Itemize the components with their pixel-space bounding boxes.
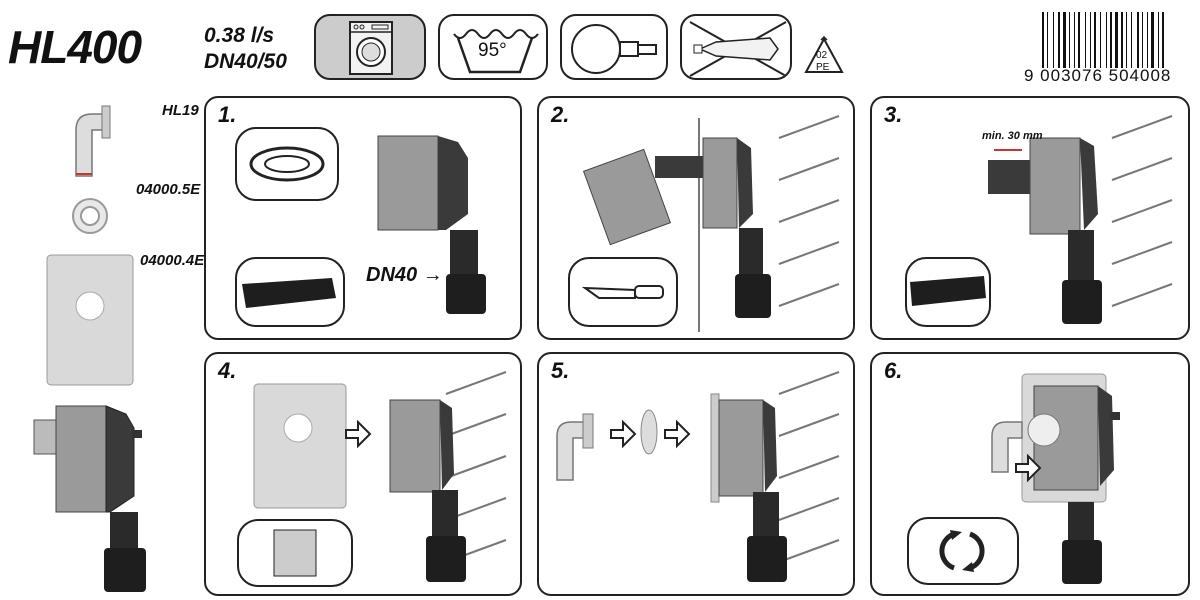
- barcode-bar: [1147, 12, 1148, 68]
- barcode-bar: [1053, 12, 1054, 68]
- barcode-bar: [1137, 12, 1139, 68]
- step-2-number: 2.: [551, 102, 570, 127]
- part-label-hl19: HL19: [162, 102, 199, 119]
- step-1-panel: 1. DN40 →: [204, 96, 522, 340]
- barcode-bar: [1162, 12, 1164, 68]
- barcode-bar: [1085, 12, 1086, 68]
- barcode-bar: [1131, 12, 1132, 68]
- recycling-number: 02: [816, 50, 828, 61]
- barcode-bar: [1121, 12, 1123, 68]
- barcode-bar: [1078, 12, 1080, 68]
- part-label-04000-4e: 04000.4E: [140, 252, 205, 269]
- barcode-bar: [1100, 12, 1101, 68]
- wash-temperature-icon: 95°: [438, 14, 548, 80]
- seal-ring-image: [70, 196, 110, 236]
- part-label-04000-5e: 04000.5E: [136, 181, 201, 198]
- step-6-number: 6.: [884, 358, 903, 383]
- barcode-bar: [1063, 12, 1066, 68]
- dn40-label: DN40 →: [366, 264, 443, 286]
- barcode-bar: [1115, 12, 1118, 68]
- barcode-bar: [1110, 12, 1112, 68]
- pipe-size: DN40/50: [204, 50, 287, 73]
- flow-rate: 0.38 l/s: [204, 24, 275, 47]
- washing-machine-icon: [314, 14, 426, 80]
- step-2-panel: 2.: [537, 96, 855, 340]
- step-3-number: 3.: [884, 102, 903, 127]
- barcode-bar: [1142, 12, 1143, 68]
- cover-plate-image: [46, 254, 134, 386]
- barcode-bar: [1151, 12, 1154, 68]
- siphon-image: [30, 400, 150, 596]
- barcode: [1040, 12, 1192, 68]
- elbow-connector-image: [62, 100, 122, 180]
- step-6-panel: 6.: [870, 352, 1190, 596]
- barcode-bar: [1106, 12, 1107, 68]
- step-5-number: 5.: [551, 358, 570, 383]
- product-title: HL400: [8, 21, 142, 73]
- min-distance-label: min. 30 mm: [982, 130, 1043, 142]
- barcode-bar: [1094, 12, 1096, 68]
- barcode-bar: [1042, 12, 1044, 68]
- recycling-code: PE: [816, 62, 830, 73]
- barcode-bar: [1058, 12, 1060, 68]
- step-5-panel: 5.: [537, 352, 855, 596]
- barcode-bar: [1047, 12, 1048, 68]
- step-1-number: 1.: [218, 102, 237, 127]
- barcode-bar: [1158, 12, 1159, 68]
- step-3-panel: 3. min. 30 mm: [870, 96, 1190, 340]
- pipe-connection-icon: [560, 14, 668, 80]
- step-4-number: 4.: [218, 358, 237, 383]
- wash-temp-label: 95°: [478, 40, 507, 61]
- no-silicone-icon: [680, 14, 792, 80]
- recycling-icon: 02 PE: [802, 36, 846, 80]
- step-4-panel: 4.: [204, 352, 522, 596]
- barcode-bar: [1126, 12, 1127, 68]
- barcode-bar: [1069, 12, 1070, 68]
- barcode-bar: [1074, 12, 1075, 68]
- barcode-bar: [1090, 12, 1091, 68]
- barcode-number: 9 003076 504008: [1024, 66, 1172, 85]
